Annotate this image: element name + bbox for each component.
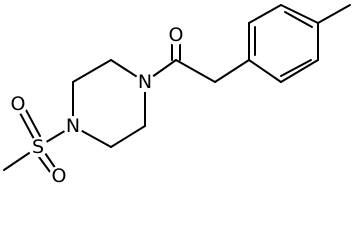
amide-nitrogen-atom: N [135, 71, 155, 93]
bond-aryl-ortho-bottom-to-ipso [248, 59, 282, 83]
amide-nitrogen-label-background [135, 72, 155, 92]
carbonyl-oxygen-label-background [166, 25, 186, 45]
bond-aryl-inner-double-bottom [280, 59, 312, 77]
bond-aryl-ortho-top-to-meta-top [248, 4, 282, 24]
sulfonyl-oxygen-bottom-atom: O [49, 165, 69, 187]
sulfonyl-oxygen-bottom-label: O [52, 165, 67, 187]
bond-para-carbon-to-methyl [317, 4, 351, 24]
sulfonyl-oxygen-bottom-label-background [49, 166, 69, 186]
sulfur-atom: S [28, 136, 48, 158]
sulfonyl-nitrogen-label: N [66, 115, 80, 137]
sulfonyl-nitrogen-atom: N [63, 115, 83, 137]
bond-sulfur-to-left-oxygen-b [25, 109, 41, 137]
bond-ring-top-right-to-top-left [72, 59, 112, 83]
carbonyl-oxygen-label: O [169, 24, 184, 46]
sulfur-label-background [28, 137, 48, 157]
carbonyl-oxygen-atom: O [166, 24, 186, 46]
sulfonyl-nitrogen-label-background [63, 116, 83, 136]
bond-aryl-meta-top-to-para [280, 4, 319, 24]
bond-sulfur-to-left-oxygen-a [19, 112, 35, 140]
bond-aryl-inner-double-top-right [284, 11, 313, 28]
sulfur-label: S [32, 136, 44, 158]
sulfonyl-oxygen-left-label: O [11, 93, 26, 115]
bond-carbonyl-carbon-to-methylene [175, 59, 216, 83]
bond-methylene-to-aryl-carbon [214, 59, 250, 83]
chemical-structure-diagram: O N N S O O [3, 4, 351, 187]
bond-ring-bottom-left-to-bottom-right [110, 125, 146, 148]
sulfonyl-oxygen-left-atom: O [8, 93, 28, 115]
atom-label-layer: O N N S O O [8, 24, 186, 187]
sulfonyl-oxygen-left-label-background [8, 94, 28, 114]
bond-aryl-meta-bottom-to-ortho-bottom [280, 59, 319, 83]
amide-nitrogen-label: N [138, 71, 152, 93]
